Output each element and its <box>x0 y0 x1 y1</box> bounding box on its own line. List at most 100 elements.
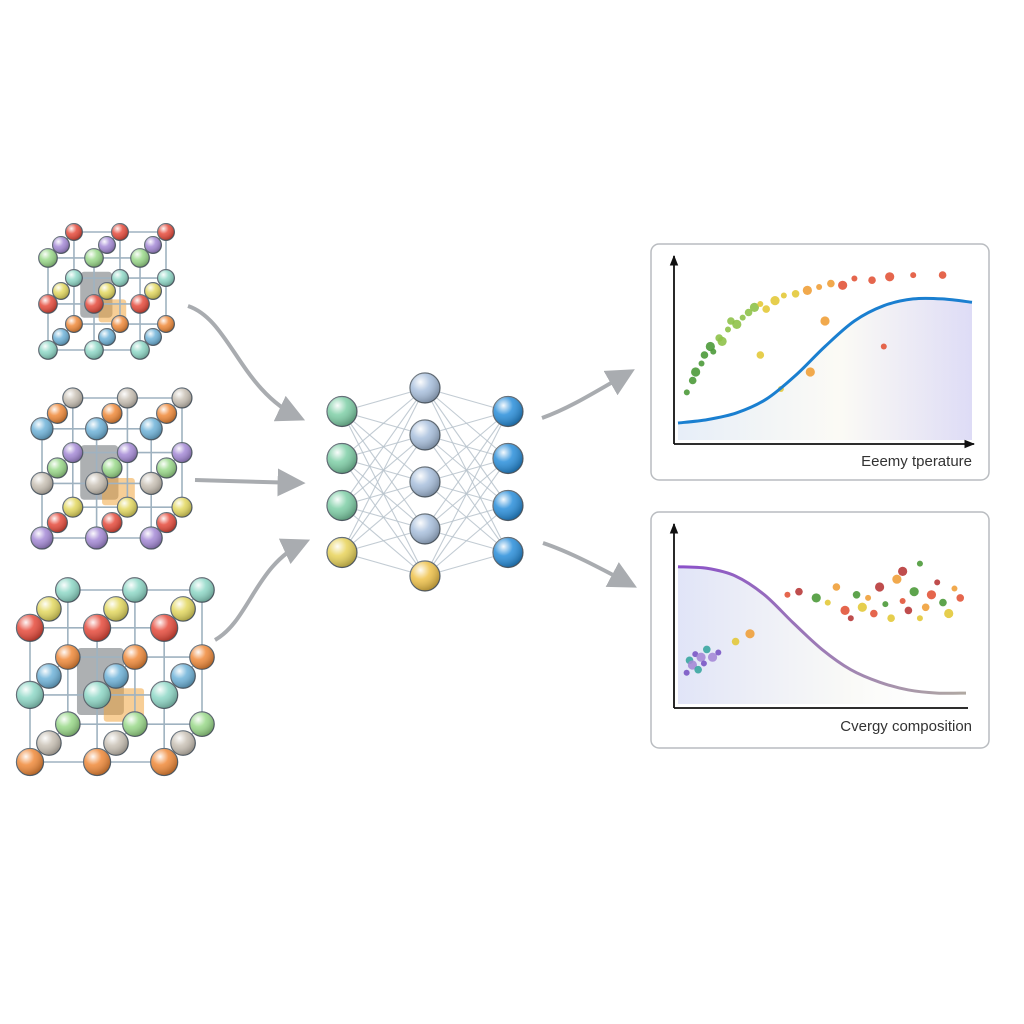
crystal-lattice-icon <box>30 387 193 550</box>
data-point <box>880 343 887 350</box>
data-point <box>832 583 841 591</box>
atom <box>110 269 129 288</box>
atom <box>51 328 70 347</box>
data-point <box>811 593 821 603</box>
data-point <box>921 603 930 612</box>
atom <box>171 387 193 409</box>
network-edge <box>424 411 509 530</box>
data-point <box>732 319 742 329</box>
atom <box>38 248 58 268</box>
atom <box>30 417 54 441</box>
atom <box>97 235 117 254</box>
atom <box>36 596 62 622</box>
data-point <box>745 629 755 639</box>
crystal-lattice-icon <box>38 222 176 360</box>
input-node <box>326 536 358 569</box>
network-edge <box>341 387 426 506</box>
data-point <box>838 280 848 290</box>
data-point <box>784 591 791 598</box>
data-point <box>756 351 765 359</box>
atom <box>38 294 58 314</box>
data-point <box>847 615 854 622</box>
data-point <box>870 609 878 618</box>
data-point <box>816 284 823 290</box>
atom <box>15 613 45 642</box>
data-point <box>820 316 830 326</box>
atom <box>170 596 196 622</box>
atom <box>62 442 84 464</box>
hidden-node <box>409 513 441 545</box>
atom <box>30 526 54 550</box>
atom <box>36 663 62 689</box>
data-point <box>715 649 722 656</box>
data-point <box>744 308 753 317</box>
atom <box>156 457 178 479</box>
atom <box>46 457 68 479</box>
atom <box>122 644 148 670</box>
data-point <box>694 665 702 674</box>
data-point <box>824 599 831 606</box>
crystal-lattice-icon <box>15 577 215 777</box>
atom <box>84 340 104 360</box>
atom <box>130 340 150 360</box>
data-point <box>926 590 937 600</box>
hidden-node <box>409 560 441 592</box>
fit-curve <box>677 565 967 695</box>
atom <box>15 680 45 710</box>
atom <box>170 730 196 756</box>
output-node <box>492 395 524 428</box>
data-point <box>770 296 780 306</box>
atom <box>38 340 58 360</box>
atom <box>103 730 129 756</box>
data-point <box>724 326 731 333</box>
data-point <box>791 290 800 298</box>
atom <box>103 663 129 689</box>
atom <box>150 613 179 642</box>
data-point <box>802 285 812 295</box>
input-node <box>326 442 358 475</box>
output-node <box>492 489 524 522</box>
atom <box>144 281 163 301</box>
arrow-4-icon <box>541 369 635 420</box>
data-point <box>956 594 965 602</box>
atom <box>116 442 138 464</box>
data-point <box>700 351 709 359</box>
atom <box>54 577 81 603</box>
atom <box>150 680 179 710</box>
data-point <box>703 645 711 654</box>
data-point <box>780 292 787 299</box>
atom <box>97 328 117 347</box>
data-point <box>698 360 705 367</box>
hidden-node <box>409 372 441 404</box>
input-arrows <box>187 304 311 642</box>
data-point <box>852 591 861 599</box>
atom <box>84 417 109 441</box>
data-point <box>875 582 885 592</box>
data-point <box>691 367 701 377</box>
atom <box>116 496 138 518</box>
x-axis-label: Eeemy tperature <box>861 453 972 470</box>
atom <box>130 248 150 268</box>
data-point <box>951 585 958 592</box>
atom <box>101 402 123 424</box>
atom <box>51 281 70 301</box>
network-edge <box>341 434 426 553</box>
data-point <box>938 271 947 279</box>
data-point <box>840 605 850 616</box>
atom <box>84 248 104 268</box>
data-point <box>688 376 697 385</box>
network-edge <box>424 411 509 483</box>
atom <box>139 526 163 550</box>
atom <box>189 644 215 670</box>
data-point <box>757 301 764 307</box>
atom <box>122 711 148 738</box>
input-node <box>326 489 358 522</box>
atom <box>51 235 70 254</box>
atom <box>62 387 84 409</box>
atom <box>64 222 83 242</box>
atom <box>97 281 117 301</box>
data-point <box>851 275 858 282</box>
atom <box>84 471 109 496</box>
atom <box>144 328 163 347</box>
